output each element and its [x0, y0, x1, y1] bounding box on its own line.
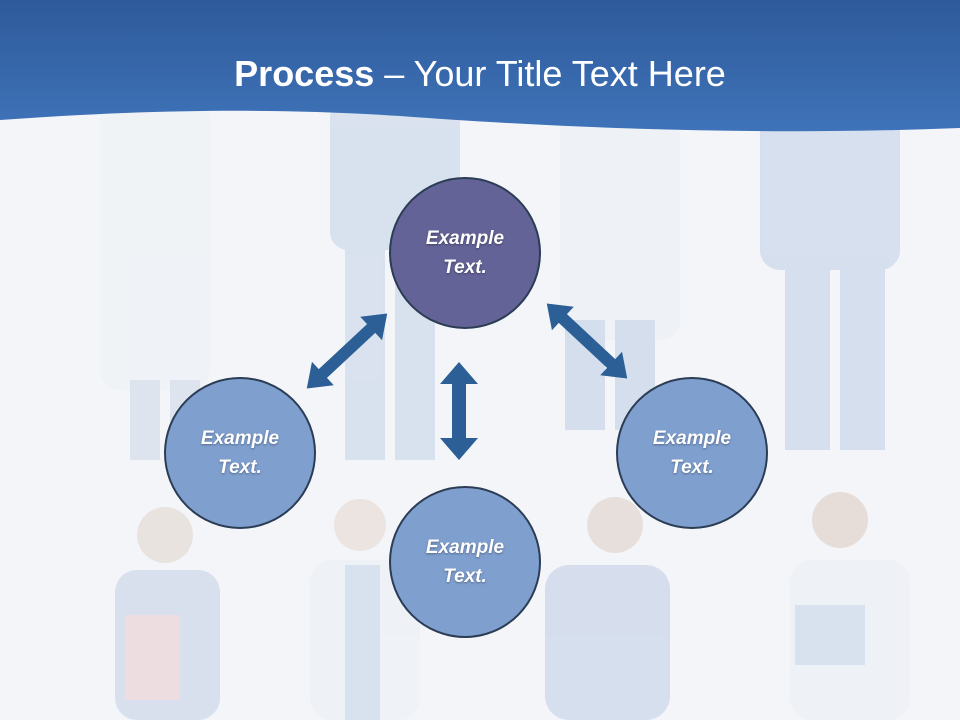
process-node-top-text: Example Text.	[425, 228, 505, 278]
process-node-bottom-text: Example Text.	[425, 537, 505, 587]
process-node-left: Example Text.	[164, 377, 316, 529]
title-bold: Process	[234, 53, 375, 94]
process-node-left-text: Example Text.	[200, 428, 280, 478]
double-arrow-upper-right	[546, 303, 628, 379]
slide-title: Process – Your Title Text Here	[0, 52, 960, 96]
process-node-right-text: Example Text.	[652, 428, 732, 478]
double-arrow-upper-left	[306, 313, 388, 389]
title-rest: – Your Title Text Here	[374, 53, 726, 94]
process-node-top: Example Text.	[389, 177, 541, 329]
process-node-bottom: Example Text.	[389, 486, 541, 638]
process-node-right: Example Text.	[616, 377, 768, 529]
double-arrow-vertical	[440, 362, 478, 460]
